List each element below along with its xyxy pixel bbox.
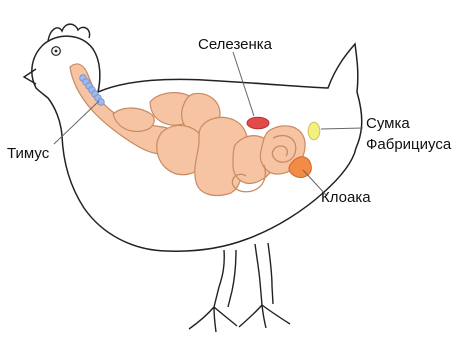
cloaca-label: Клоака [321,189,371,206]
thymus-label: Тимус [7,145,50,162]
bursa-label-line-2: Фабрициуса [366,136,452,153]
right-leg [239,243,290,328]
thymus-node [98,99,105,106]
spleen-organ [247,117,269,129]
bursa-organ [308,122,320,140]
left-leg [189,250,237,332]
bursa-leader-line [321,128,363,129]
chicken-eye-pupil [55,50,58,53]
thymus-leader-line [54,101,99,144]
spleen-label: Селезенка [198,36,273,53]
bursa-label-line-1: Сумка [366,115,410,132]
spleen-leader-line [233,52,254,116]
